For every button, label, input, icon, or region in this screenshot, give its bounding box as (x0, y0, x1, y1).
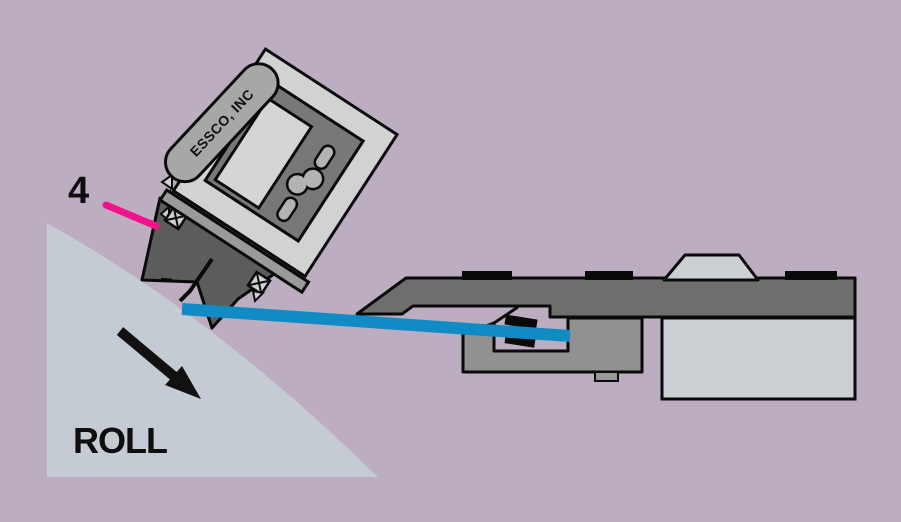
gauge-button-middle[interactable] (282, 158, 329, 206)
measuring-rod (181, 303, 571, 342)
roll-label: ROLL (73, 420, 168, 461)
callout-line (102, 201, 160, 230)
indicator-arm (355, 276, 857, 319)
gauge-buttons (275, 143, 337, 223)
gauge-button-bottom[interactable] (275, 195, 300, 223)
vee-foot-tick (160, 277, 173, 282)
arm-hump (662, 253, 760, 282)
gauge-button-top[interactable] (312, 143, 337, 171)
direction-arrow-shaft (116, 327, 180, 382)
roll-wedge (47, 223, 378, 477)
arm-bolts (462, 271, 837, 280)
dial-gauge: ESSCO, INC (155, 47, 400, 295)
thumbscrew-right (246, 270, 272, 296)
clamp-tab (594, 371, 619, 382)
callout-number: 4 (68, 170, 90, 212)
knurl-tooth-right (251, 289, 266, 304)
direction-arrow-head (165, 366, 201, 399)
contact-pin-line (178, 257, 214, 303)
slide-block (660, 316, 857, 401)
